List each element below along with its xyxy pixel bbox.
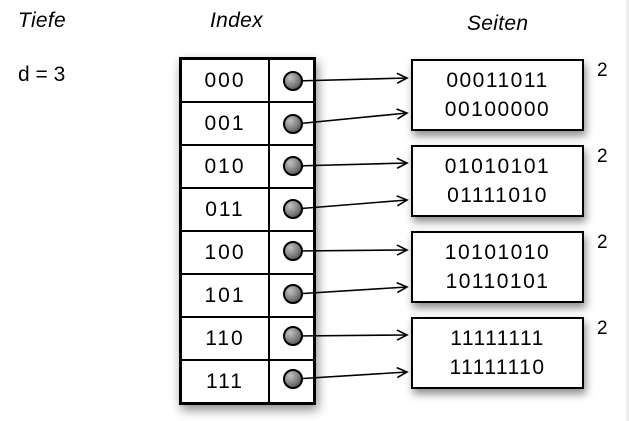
index-row: 000 — [182, 60, 313, 101]
page-box: 10101010 10110101 — [411, 231, 584, 303]
index-bits: 111 — [182, 361, 270, 402]
page-entry: 11111111 — [450, 326, 545, 350]
index-row: 011 — [182, 187, 313, 230]
index-bits: 011 — [182, 189, 270, 230]
page-box: 00011011 00100000 — [411, 59, 584, 131]
page-box: 11111111 11111110 — [411, 317, 584, 389]
index-row: 100 — [182, 230, 313, 273]
pointer-cell — [270, 318, 313, 359]
depth-column-title: Tiefe — [18, 9, 67, 32]
local-depth-label: 2 — [597, 60, 608, 81]
page-entry: 10101010 — [444, 240, 551, 264]
page-entry: 11111110 — [449, 356, 546, 380]
index-row: 001 — [182, 101, 313, 144]
index-bits: 110 — [182, 318, 270, 359]
pointer-cell — [270, 146, 313, 187]
index-directory-table: 000 001 010 011 100 101 110 111 — [179, 57, 316, 405]
index-bits: 101 — [182, 275, 270, 316]
pages-column-title: Seiten — [467, 12, 529, 35]
pointer-cell — [270, 60, 313, 101]
index-column-title: Index — [210, 9, 263, 32]
index-bits: 001 — [182, 103, 270, 144]
pointer-cell — [270, 361, 313, 402]
page-box: 01010101 01111010 — [411, 145, 584, 217]
index-row: 110 — [182, 316, 313, 359]
index-bits: 000 — [182, 60, 270, 101]
pointer-cell — [270, 189, 313, 230]
local-depth-label: 2 — [597, 318, 608, 339]
index-row: 101 — [182, 273, 313, 316]
page-entry: 01111010 — [447, 184, 548, 208]
page-entry: 10110101 — [445, 270, 550, 294]
index-bits: 100 — [182, 232, 270, 273]
local-depth-label: 2 — [597, 146, 608, 167]
index-bits: 010 — [182, 146, 270, 187]
index-row: 111 — [182, 359, 313, 402]
pointer-cell — [270, 103, 313, 144]
screen-edge — [626, 0, 629, 421]
pointer-cell — [270, 232, 313, 273]
pointer-cell — [270, 275, 313, 316]
index-row: 010 — [182, 144, 313, 187]
local-depth-label: 2 — [597, 232, 608, 253]
page-entry: 00100000 — [444, 98, 551, 122]
global-depth-value: d = 3 — [18, 63, 66, 86]
page-entry: 01010101 — [444, 154, 551, 178]
page-entry: 00011011 — [446, 68, 549, 92]
